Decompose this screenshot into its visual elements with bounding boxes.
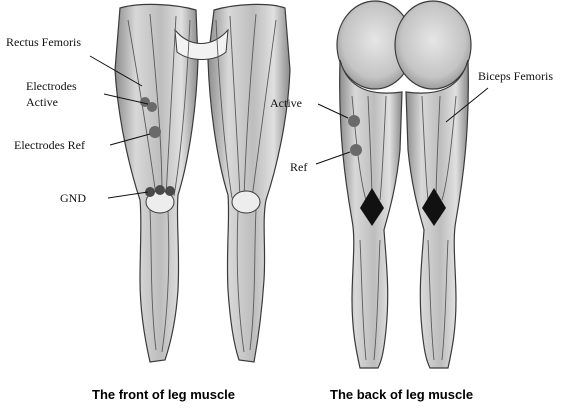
electrode-ref-dot bbox=[149, 126, 161, 138]
back-legs-illustration bbox=[316, 1, 488, 368]
label-electrodes-ref: Electrodes Ref bbox=[14, 138, 85, 152]
front-right-leg bbox=[208, 4, 290, 362]
back-right-glute bbox=[395, 1, 471, 89]
label-active: Active bbox=[270, 96, 302, 110]
front-legs-illustration bbox=[90, 4, 290, 362]
label-electrodes-active-2: Active bbox=[26, 95, 58, 109]
back-electrode-ref bbox=[350, 144, 362, 156]
front-right-kneecap bbox=[232, 191, 260, 213]
caption-back: The back of leg muscle bbox=[330, 387, 473, 402]
caption-front: The front of leg muscle bbox=[92, 387, 235, 402]
label-rectus-femoris: Rectus Femoris bbox=[6, 35, 81, 49]
label-gnd: GND bbox=[60, 191, 86, 205]
front-left-leg bbox=[115, 4, 198, 362]
label-biceps-femoris: Biceps Femoris bbox=[478, 69, 553, 83]
label-electrodes-active-1: Electrodes bbox=[26, 79, 77, 93]
back-electrode-active bbox=[348, 115, 360, 127]
label-ref: Ref bbox=[290, 160, 307, 174]
electrode-active-dot-2 bbox=[147, 102, 157, 112]
